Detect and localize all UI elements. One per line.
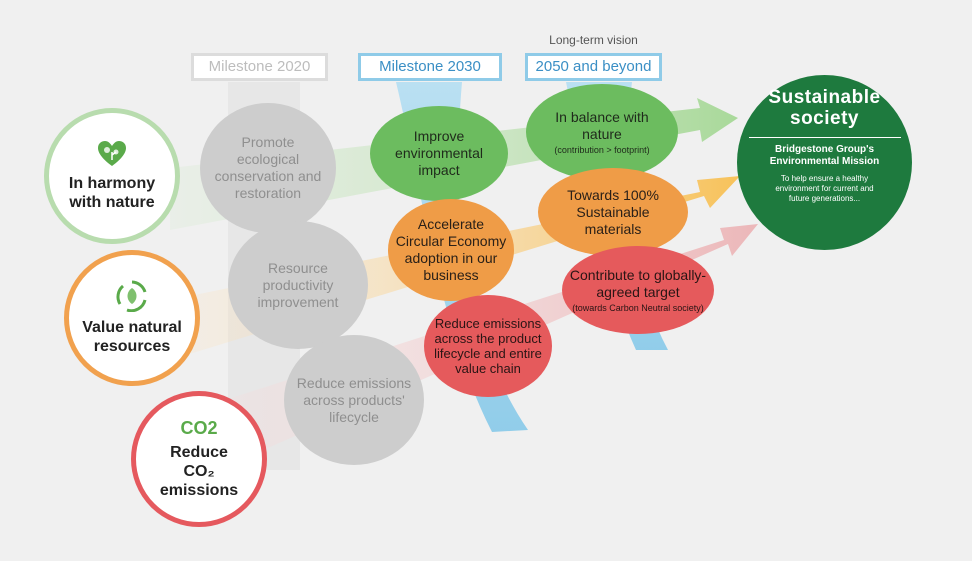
theme-nature-label: In harmony with nature [68, 175, 156, 211]
bubble-2050-co2-text: Contribute to globally-agreed target [569, 266, 707, 300]
bubble-2020-nature-text: Promote ecological conservation and rest… [214, 134, 322, 201]
milestone-2050-label: 2050 and beyond [525, 53, 662, 81]
bubble-2030-co2-text: Reduce emissions across the product life… [434, 316, 542, 376]
recycle-leaf-icon [116, 280, 147, 312]
theme-resources-circle: Value natural resources [64, 250, 200, 386]
bubble-2050-co2-subtext: (towards Carbon Neutral society) [572, 302, 704, 313]
bubble-2050-nature: In balance with nature (contribution > f… [526, 84, 678, 180]
title-divider [748, 137, 901, 138]
theme-co2-label: Reduce CO₂ emissions [159, 443, 239, 499]
bubble-2020-co2-text: Reduce emissions across products' lifecy… [296, 374, 412, 425]
bubble-2030-nature: Improve environmental impact [370, 106, 508, 201]
heart-leaf-icon [98, 141, 126, 166]
bubble-2020-co2: Reduce emissions across products' lifecy… [284, 335, 424, 465]
bubble-2020-resources-text: Resource productivity improvement [257, 259, 339, 310]
bubble-2050-resources: Towards 100% Sustainable materials [538, 168, 688, 256]
bubble-2030-nature-text: Improve environmental impact [395, 128, 483, 178]
bubble-2020-resources: Resource productivity improvement [228, 221, 368, 349]
bubble-2030-co2: Reduce emissions across the product life… [424, 295, 552, 397]
milestone-2020-label: Milestone 2020 [191, 53, 328, 81]
environmental-mission-heading: Bridgestone Group's Environmental Missio… [769, 144, 880, 167]
sustainable-society-circle: Sustainable society Bridgestone Group's … [737, 75, 912, 250]
theme-co2-circle: CO2 Reduce CO₂ emissions [131, 391, 267, 527]
theme-resources-label: Value natural resources [82, 319, 182, 355]
long-term-vision-label: Long-term vision [549, 33, 638, 47]
bubble-2050-nature-text: In balance with nature [555, 108, 649, 142]
bubble-2030-resources-text: Accelerate Circular Economy adoption in … [395, 216, 507, 283]
co2-icon: CO2 [180, 417, 218, 438]
milestone-2030-label: Milestone 2030 [358, 53, 502, 81]
bubble-2050-nature-subtext: (contribution > footprint) [554, 144, 650, 155]
theme-nature-circle: In harmony with nature [44, 108, 180, 244]
bubble-2050-resources-text: Towards 100% Sustainable materials [567, 186, 659, 237]
environmental-mission-text: To help ensure a healthy environment for… [775, 174, 874, 203]
bubble-2050-co2: Contribute to globally-agreed target (to… [562, 246, 714, 334]
bubble-2020-nature: Promote ecological conservation and rest… [200, 103, 336, 233]
bubble-2030-resources: Accelerate Circular Economy adoption in … [388, 199, 514, 301]
sustainable-society-title: Sustainable society [768, 87, 881, 129]
